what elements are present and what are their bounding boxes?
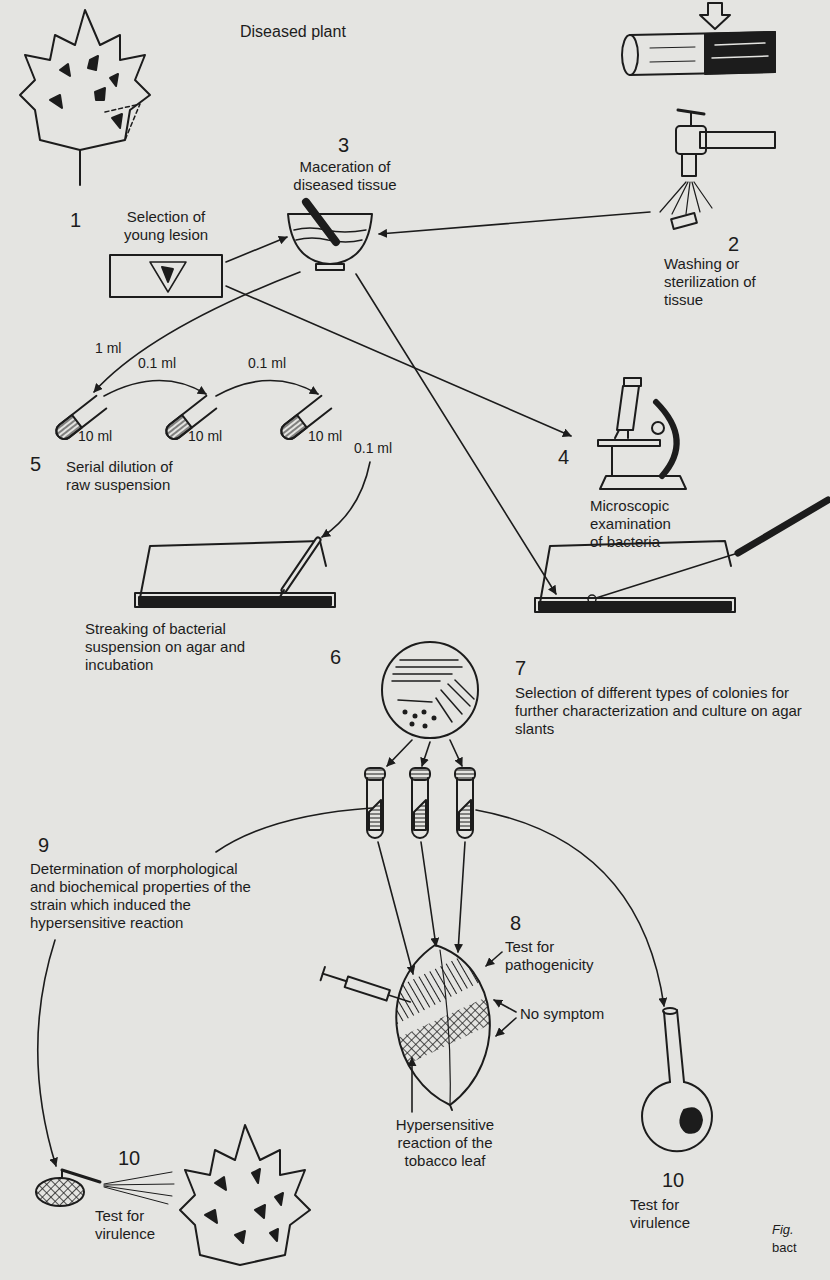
step-caption: Test for virulence bbox=[95, 1207, 175, 1243]
petri-dish bbox=[135, 540, 335, 607]
step-caption: Washing or sterilization of tissue bbox=[664, 255, 759, 309]
callout-number: 1 bbox=[70, 208, 81, 232]
flask bbox=[642, 1008, 712, 1151]
step-caption: Serial dilution of raw suspension bbox=[66, 458, 201, 494]
step-caption: Determination of morphological and bioch… bbox=[30, 860, 262, 932]
callout-number: 8 bbox=[510, 911, 521, 935]
annotation-label: Hypersensitive reaction of the tobacco l… bbox=[370, 1116, 520, 1170]
volume-label: 10 ml bbox=[78, 428, 112, 445]
step-caption: Selection of young lesion bbox=[110, 208, 222, 244]
tobacco-leaf bbox=[370, 938, 528, 1110]
figure-caption: Fig. bbox=[772, 1222, 794, 1238]
step-caption: Microscopic examination of bacteria bbox=[590, 497, 685, 551]
volume-label: 0.1 ml bbox=[354, 440, 392, 457]
step-caption: Test for pathogenicity bbox=[505, 938, 615, 974]
mortar-and-pestle bbox=[288, 202, 372, 270]
callout-number: 2 bbox=[728, 232, 739, 256]
step-caption: Selection of different types of colonies… bbox=[515, 684, 805, 738]
step-caption: Test for virulence bbox=[630, 1196, 730, 1232]
syringe bbox=[321, 967, 413, 1009]
plant-heading: Diseased plant bbox=[240, 22, 346, 41]
volume-label: 0.1 ml bbox=[237, 355, 297, 372]
diseased-leaf bbox=[20, 10, 150, 185]
volume-label: 0.1 ml bbox=[127, 355, 187, 372]
colony-plate bbox=[382, 642, 478, 738]
callout-number: 4 bbox=[558, 445, 569, 469]
petri-dish bbox=[535, 500, 828, 612]
callout-number: 7 bbox=[515, 656, 526, 680]
callout-number: 6 bbox=[330, 645, 341, 669]
step-caption: Streaking of bacterial suspension on aga… bbox=[85, 620, 250, 674]
callout-number: 5 bbox=[30, 452, 41, 476]
microscope bbox=[598, 378, 686, 489]
stem-section bbox=[622, 3, 775, 75]
annotation-label: No symptom bbox=[520, 1005, 604, 1023]
callout-number: 10 bbox=[118, 1146, 140, 1170]
volume-label: 10 ml bbox=[308, 428, 342, 445]
figure-caption: bact bbox=[772, 1240, 797, 1256]
inoculated-leaf bbox=[180, 1125, 310, 1265]
volume-label: 10 ml bbox=[188, 428, 222, 445]
callout-number: 10 bbox=[662, 1168, 684, 1192]
callout-number: 9 bbox=[38, 833, 49, 857]
volume-label: 1 ml bbox=[95, 340, 121, 357]
step-caption: Maceration of diseased tissue bbox=[280, 158, 410, 194]
microscope-slide bbox=[110, 255, 222, 297]
water-tap bbox=[660, 110, 775, 229]
agar-slant bbox=[365, 768, 475, 838]
callout-number: 3 bbox=[338, 133, 349, 157]
sprayer bbox=[36, 1170, 174, 1206]
